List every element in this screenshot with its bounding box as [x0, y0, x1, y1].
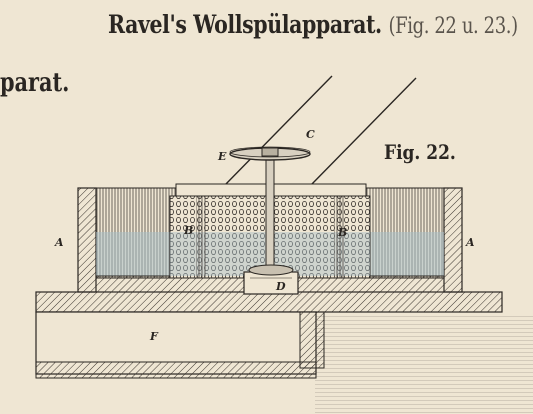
channel-f [35, 311, 325, 379]
part-label-f: F [150, 330, 158, 343]
outer-wall-left [77, 187, 97, 293]
part-label-a-right: A [466, 236, 475, 249]
part-label-a-left: A [55, 236, 64, 249]
part-label-c: C [306, 128, 315, 141]
valve-d [243, 264, 299, 295]
figure-reference: (Fig. 22 u. 23.) [388, 14, 518, 39]
outer-wall-right [443, 187, 463, 293]
cut-off-heading: parat. [0, 68, 70, 98]
part-label-d: D [276, 280, 286, 293]
title-main: Ravel's Wollspülapparat. [108, 10, 382, 39]
part-label-b-left: B [184, 224, 194, 237]
part-label-b-right: B [338, 226, 348, 239]
figure-label: Fig. 22. [384, 140, 456, 164]
ground-hatching [315, 314, 533, 414]
base-plate [35, 291, 503, 313]
page-title: Ravel's Wollspülapparat. (Fig. 22 u. 23.… [108, 10, 518, 39]
part-label-e: E [218, 150, 227, 163]
chute [223, 75, 417, 187]
